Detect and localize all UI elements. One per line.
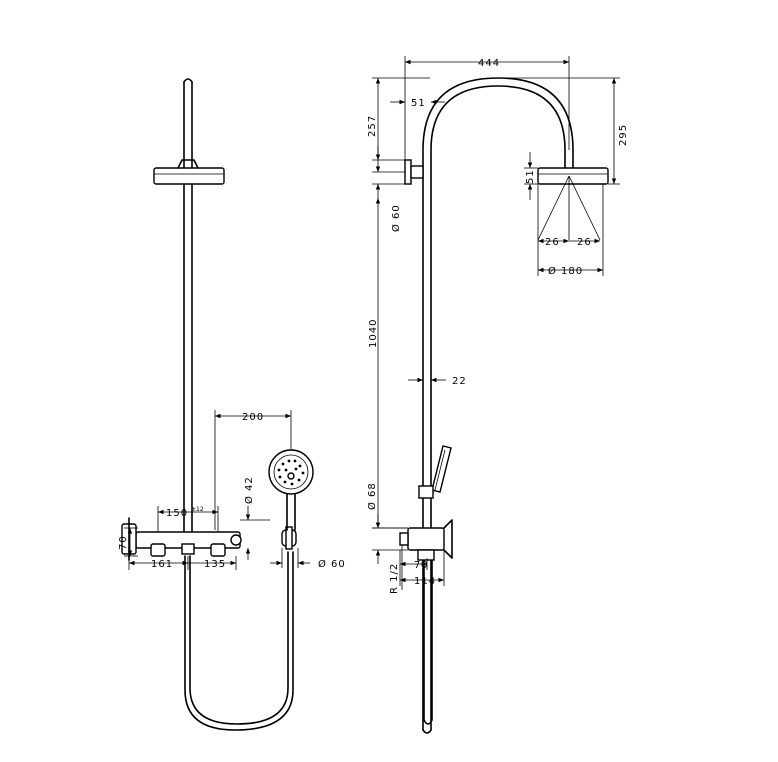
dim-1040-label: 1040 [368, 319, 379, 348]
dim-135-label: 135 [204, 559, 226, 570]
dim-1040: 1040 [368, 198, 408, 529]
dim-dia180-label: Ø 180 [548, 265, 583, 277]
dim-257: 257 [367, 77, 430, 173]
dim-70-label: 70 [118, 535, 129, 550]
dim-161-135: 161 135 [128, 556, 237, 570]
dim-70: 70 [118, 527, 138, 557]
dim-dia60-holder-label: Ø 60 [318, 558, 346, 570]
hand-shower-nozzles [277, 459, 305, 486]
dim-dia68-label: Ø 68 [366, 482, 378, 510]
riser-gooseneck [422, 77, 574, 734]
thread-r12-label: R 1/2 [389, 563, 400, 594]
dim-dia42-label: Ø 42 [243, 476, 255, 504]
dim-150-tolerance: ±12 [191, 506, 204, 513]
dim-dia42: Ø 42 [240, 476, 270, 560]
dim-22-label: 22 [452, 376, 467, 387]
dim-295-label: 295 [618, 124, 629, 146]
dim-dia180: Ø 180 [537, 184, 604, 277]
side-view: 444 51 257 295 51 [366, 56, 629, 734]
thermostat-mixer-front [121, 517, 242, 561]
hand-shower-side [418, 445, 452, 499]
dim-26-left-label: 26 [545, 237, 560, 248]
dim-51-head-label: 51 [525, 169, 536, 184]
dim-dia60-top: Ø 60 [372, 146, 405, 232]
dim-114-label: 114 [414, 576, 436, 587]
dim-161-label: 161 [151, 559, 173, 570]
dim-51-head: 51 [524, 152, 538, 200]
dim-22: 22 [408, 376, 467, 387]
overhead-shower-front [153, 159, 225, 185]
dim-295: 295 [500, 77, 629, 185]
shower-hose-side [423, 559, 433, 725]
dim-26-right-label: 26 [577, 237, 592, 248]
overhead-shower-side [537, 167, 609, 241]
shower-hose [184, 551, 294, 731]
dim-79-114: 79 114 [399, 550, 445, 587]
dim-79-label: 79 [414, 560, 429, 571]
dim-150: 150 ±12 [157, 506, 219, 532]
dim-257-label: 257 [367, 115, 378, 137]
wall-bracket-top [404, 159, 424, 185]
riser-pipe [183, 78, 193, 549]
dim-26-26: 26 26 [538, 237, 600, 248]
front-view: 200 Ø 42 150 ±12 70 [118, 78, 346, 731]
dim-444: 444 [404, 56, 570, 160]
thermostat-mixer-side [399, 519, 453, 561]
dim-51-top: 51 [390, 98, 445, 109]
dim-dia60-holder: Ø 60 [270, 548, 346, 570]
dim-444-label: 444 [478, 58, 500, 69]
dim-dia60-top-label: Ø 60 [390, 204, 402, 232]
wall-holder-front [281, 526, 297, 550]
hand-shower-front [268, 449, 314, 531]
dim-150-label: 150 [166, 508, 188, 519]
dim-200-label: 200 [242, 412, 264, 423]
thread-r12: R 1/2 [389, 545, 403, 594]
dim-51-top-label: 51 [411, 98, 426, 109]
